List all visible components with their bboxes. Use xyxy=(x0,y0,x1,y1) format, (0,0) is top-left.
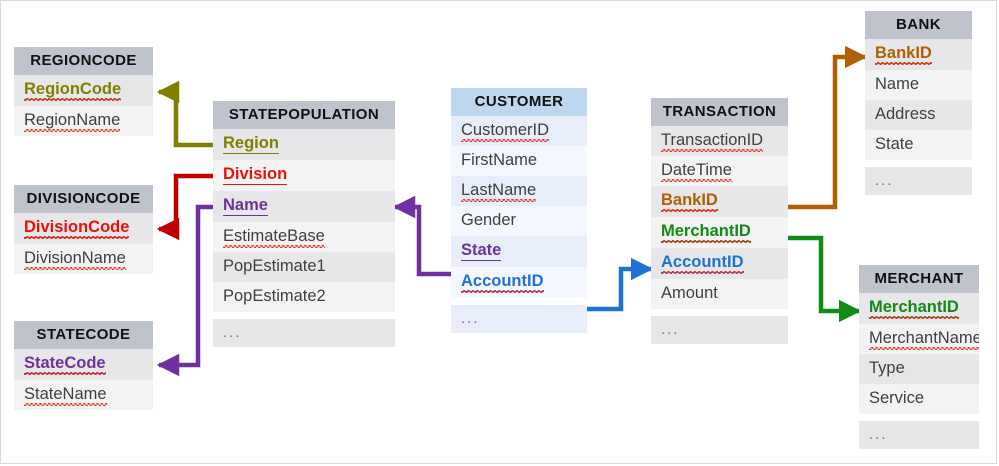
table-regioncode: REGIONCODE RegionCode RegionName xyxy=(14,47,153,136)
field-statecode-statename: StateName xyxy=(14,380,153,410)
table-statecode: STATECODE StateCode StateName xyxy=(14,321,153,410)
field-customer-accountid: AccountID xyxy=(451,267,587,298)
table-header-divisioncode: DIVISIONCODE xyxy=(14,185,153,213)
table-header-transaction: TRANSACTION xyxy=(651,98,788,126)
field-customer-state: State xyxy=(451,236,587,267)
field-transaction-transactionid: TransactionID xyxy=(651,126,788,156)
field-merchant-ellipsis: ... xyxy=(859,421,979,449)
field-statepopulation-region: Region xyxy=(213,129,395,160)
field-statepopulation-name: Name xyxy=(213,191,395,222)
connector-merchantid xyxy=(788,235,862,323)
field-merchant-service: Service xyxy=(859,384,979,414)
field-statepopulation-ellipsis: ... xyxy=(213,319,395,347)
field-customer-lastname: LastName xyxy=(451,176,587,206)
field-transaction-accountid: AccountID xyxy=(651,248,788,279)
table-header-bank: BANK xyxy=(865,11,972,39)
table-merchant: MERCHANT MerchantID MerchantName Type Se… xyxy=(859,265,979,449)
field-bank-bankid: BankID xyxy=(865,39,972,70)
table-transaction: TRANSACTION TransactionID DateTime BankI… xyxy=(651,98,788,344)
connector-bankid xyxy=(788,45,868,210)
table-header-statepopulation: STATEPOPULATION xyxy=(213,101,395,129)
connector-division xyxy=(156,173,213,241)
field-customer-firstname: FirstName xyxy=(451,146,587,176)
field-divisioncode-divisionname: DivisionName xyxy=(14,244,153,274)
table-header-statecode: STATECODE xyxy=(14,321,153,349)
field-statecode-statecode: StateCode xyxy=(14,349,153,380)
field-bank-ellipsis: ... xyxy=(865,167,972,195)
field-bank-address: Address xyxy=(865,100,972,130)
field-customer-ellipsis: ... xyxy=(451,305,587,333)
field-customer-customerid: CustomerID xyxy=(451,116,587,146)
field-customer-gender: Gender xyxy=(451,206,587,236)
connector-name-statecode xyxy=(156,204,213,377)
field-transaction-bankid: BankID xyxy=(651,186,788,217)
field-bank-name: Name xyxy=(865,70,972,100)
field-divisioncode-divisioncode: DivisionCode xyxy=(14,213,153,244)
field-regioncode-regionname: RegionName xyxy=(14,106,153,136)
field-merchant-merchantname: MerchantName xyxy=(859,324,979,354)
table-header-regioncode: REGIONCODE xyxy=(14,47,153,75)
field-statepopulation-popestimate2: PopEstimate2 xyxy=(213,282,395,312)
field-merchant-type: Type xyxy=(859,354,979,384)
connector-region xyxy=(156,80,213,148)
field-transaction-amount: Amount xyxy=(651,279,788,309)
table-bank: BANK BankID Name Address State ... xyxy=(865,11,972,195)
connector-accountid xyxy=(587,257,654,312)
field-transaction-merchantid: MerchantID xyxy=(651,217,788,248)
field-transaction-ellipsis: ... xyxy=(651,316,788,344)
table-header-merchant: MERCHANT xyxy=(859,265,979,293)
field-merchant-merchantid: MerchantID xyxy=(859,293,979,324)
field-transaction-datetime: DateTime xyxy=(651,156,788,186)
field-statepopulation-estimatebase: EstimateBase xyxy=(213,222,395,252)
table-divisioncode: DIVISIONCODE DivisionCode DivisionName xyxy=(14,185,153,274)
field-statepopulation-division: Division xyxy=(213,160,395,191)
field-regioncode-regioncode: RegionCode xyxy=(14,75,153,106)
connector-state-name xyxy=(392,195,451,277)
table-customer: CUSTOMER CustomerID FirstName LastName G… xyxy=(451,88,587,333)
field-statepopulation-popestimate1: PopEstimate1 xyxy=(213,252,395,282)
table-statepopulation: STATEPOPULATION Region Division Name Est… xyxy=(213,101,395,347)
table-header-customer: CUSTOMER xyxy=(451,88,587,116)
field-bank-state: State xyxy=(865,130,972,160)
